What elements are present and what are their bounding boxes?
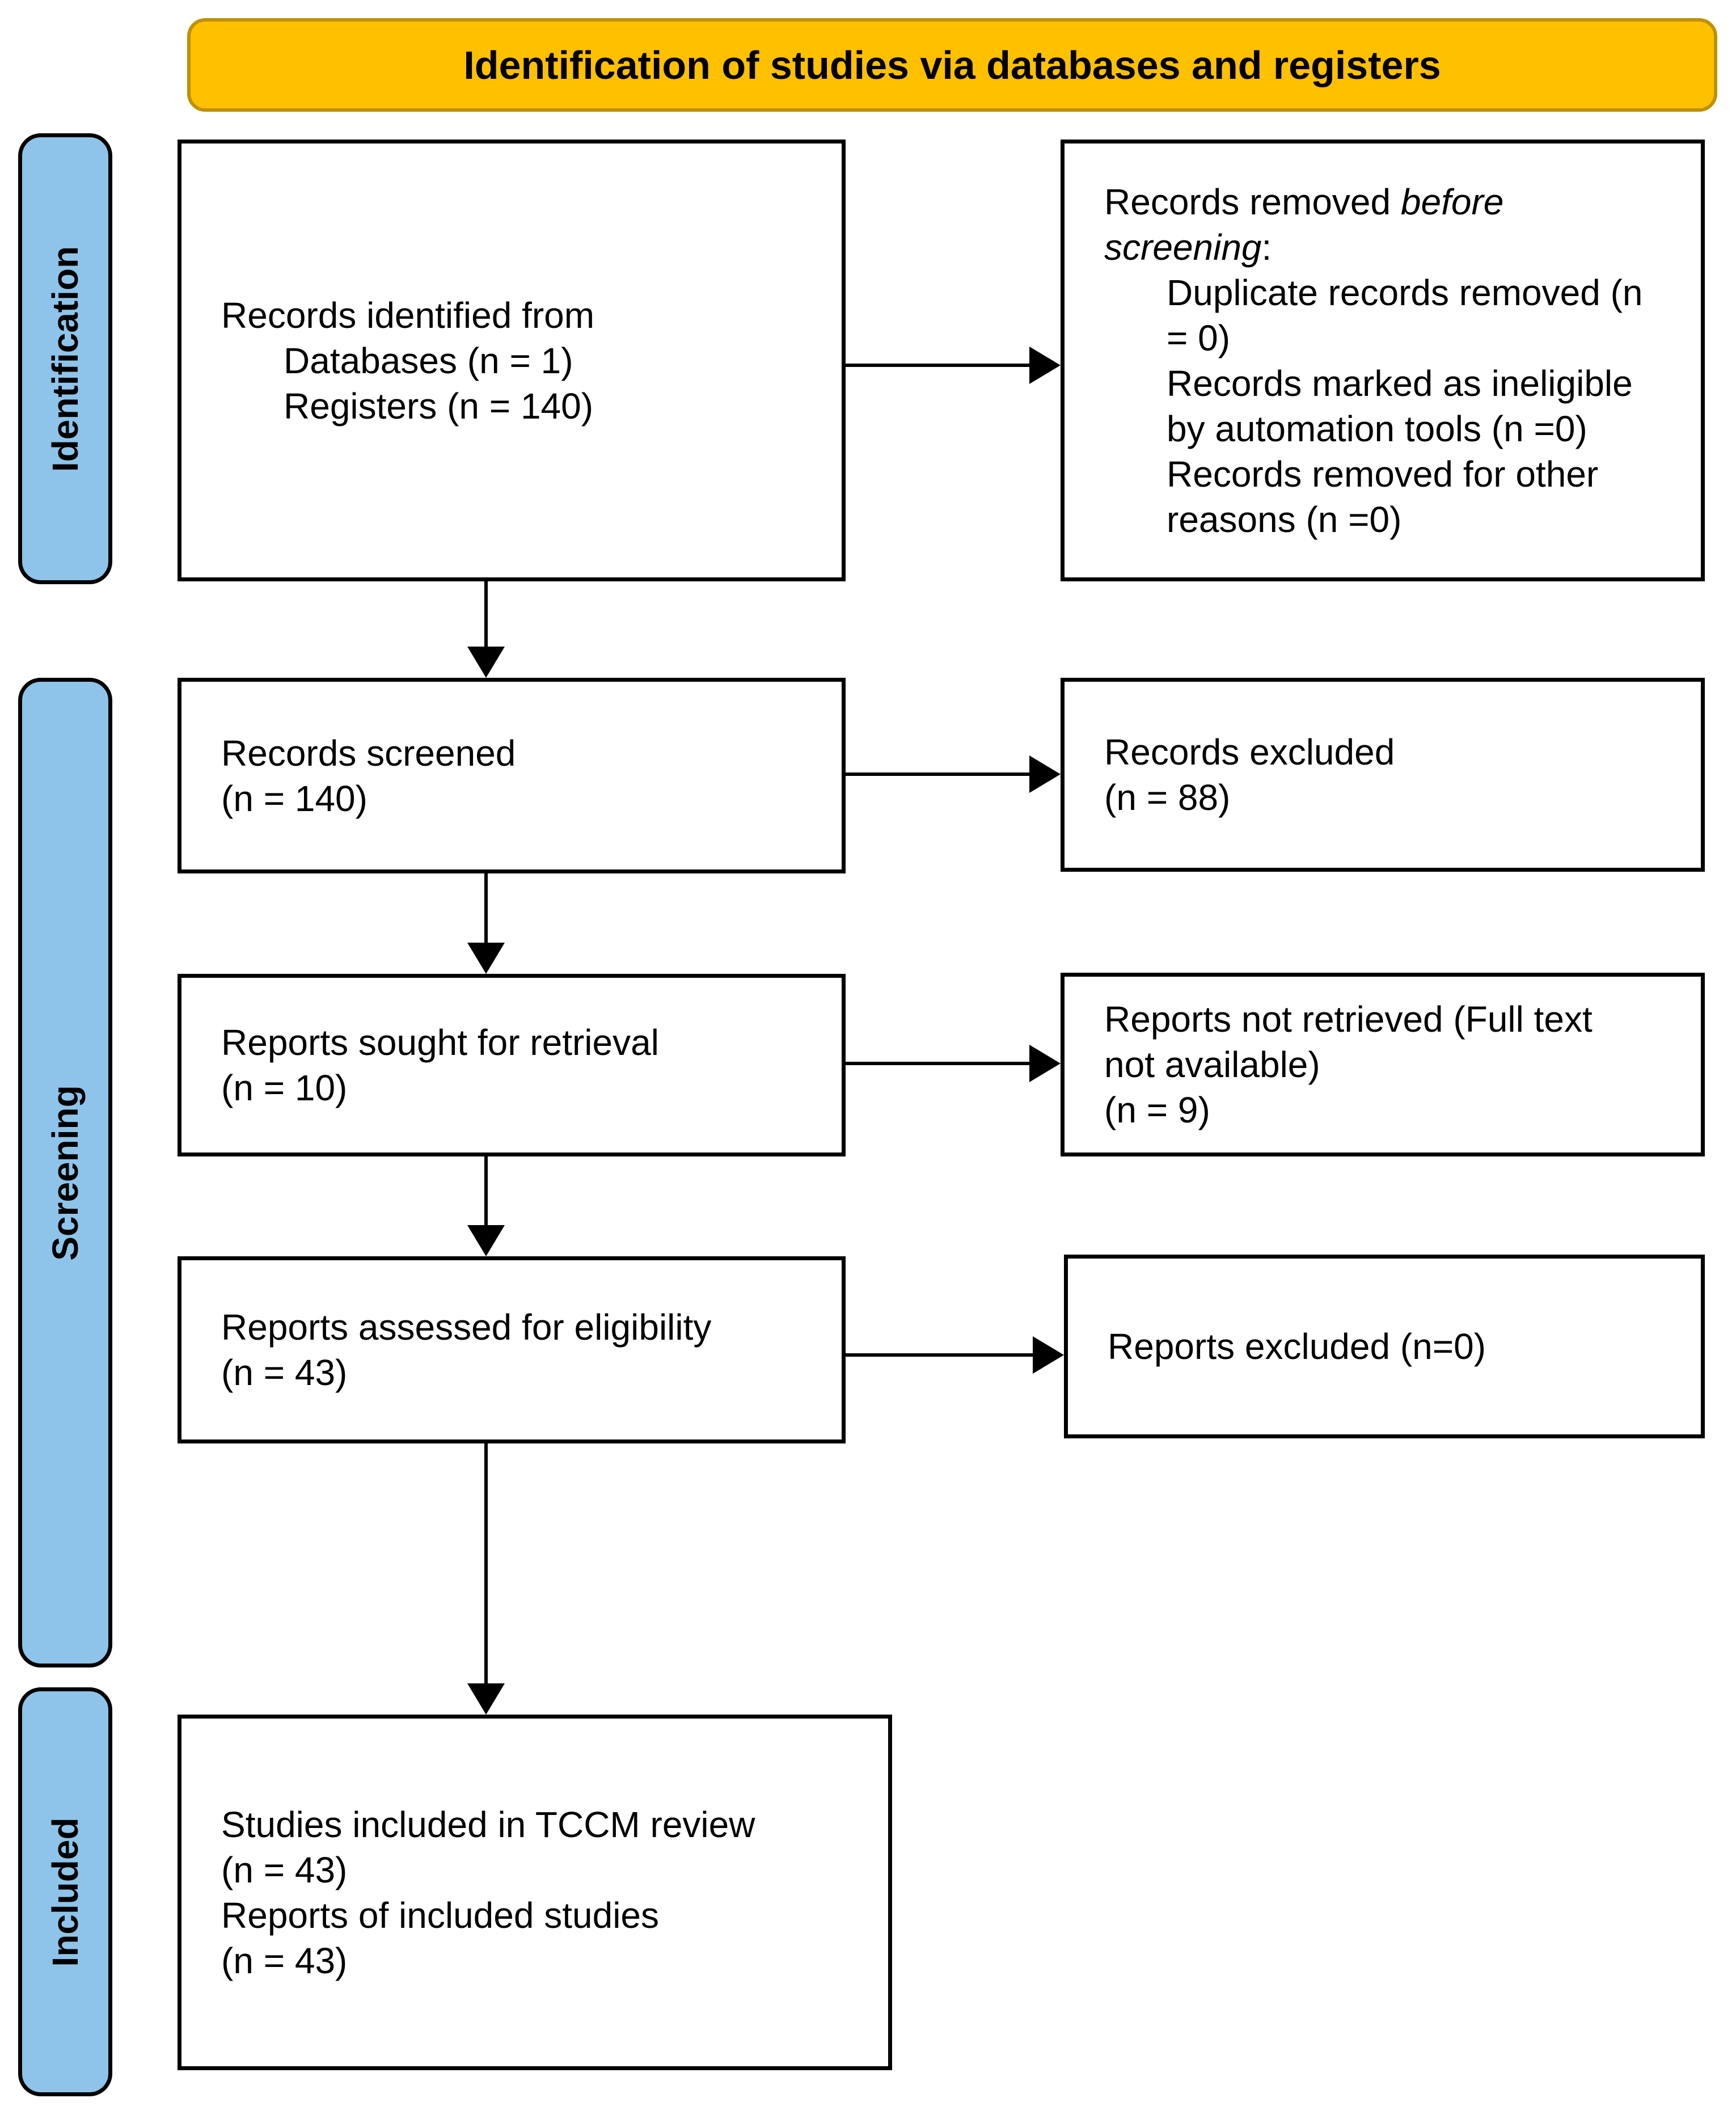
studies-included-line1: Studies included in TCCM review (221, 1804, 755, 1845)
reports-sought-label: Reports sought for retrieval (221, 1022, 659, 1063)
box-studies-included: Studies included in TCCM review (n = 43)… (178, 1715, 892, 2070)
records-removed-other: Records removed for other reasons (n =0) (1167, 453, 1599, 540)
arrow-identified-to-removed-head-icon (1029, 347, 1061, 384)
arrow-assessed-to-included-line (484, 1443, 488, 1683)
sidebar-identification-label: Identification (45, 246, 86, 472)
sidebar-screening-label: Screening (45, 1084, 86, 1261)
records-removed-duplicates: Duplicate records removed (n = 0) (1167, 272, 1643, 358)
box-reports-assessed: Reports assessed for eligibility (n = 43… (178, 1256, 846, 1443)
studies-included-line3: Reports of included studies (221, 1894, 659, 1936)
box-records-identified: Records identified from Databases (n = 1… (178, 140, 846, 581)
title-banner-label: Identification of studies via databases … (463, 43, 1441, 87)
reports-excluded-label: Reports excluded (n=0) (1108, 1326, 1486, 1367)
records-screened-count: (n = 140) (221, 778, 368, 819)
arrow-sought-to-notretrieved-head-icon (1029, 1045, 1061, 1082)
box-reports-not-retrieved: Reports not retrieved (Full text not ava… (1061, 973, 1705, 1156)
box-reports-excluded: Reports excluded (n=0) (1064, 1255, 1705, 1438)
records-removed-intro: Records removed before screening: (1104, 179, 1569, 270)
box-records-removed: Records removed before screening: Duplic… (1061, 140, 1705, 581)
studies-included-line2: (n = 43) (221, 1849, 348, 1890)
arrow-assessed-to-included-head-icon (467, 1683, 505, 1715)
arrow-screened-to-sought-head-icon (467, 943, 505, 974)
reports-assessed-count: (n = 43) (221, 1352, 348, 1393)
records-screened-label: Records screened (221, 732, 516, 774)
studies-included-line4: (n = 43) (221, 1940, 348, 1981)
sidebar-screening-bar: Screening (18, 678, 112, 1667)
sidebar-identification-bar: Identification (18, 133, 112, 584)
arrow-identified-to-removed-line (846, 364, 1029, 367)
records-identified-heading: Records identified from (221, 294, 595, 336)
arrow-identified-to-screened-head-icon (467, 647, 505, 678)
arrow-screened-to-excluded-head-icon (1029, 755, 1061, 793)
arrow-screened-to-sought-line (484, 873, 488, 943)
records-removed-intro-tail: : (1261, 226, 1272, 268)
box-records-screened: Records screened (n = 140) (178, 678, 846, 873)
records-identified-databases: Databases (n = 1) (284, 340, 573, 381)
records-excluded-count: (n = 88) (1104, 777, 1231, 818)
sidebar-included-label: Included (45, 1817, 86, 1967)
records-excluded-label: Records excluded (1104, 732, 1395, 772)
arrow-sought-to-notretrieved-line (846, 1062, 1029, 1065)
records-removed-ineligible: Records marked as ineligible by automati… (1167, 362, 1633, 449)
records-removed-intro-italic: before screening (1104, 181, 1504, 268)
records-identified-registers: Registers (n = 140) (284, 385, 594, 427)
arrow-identified-to-screened-line (484, 581, 488, 647)
arrow-assessed-to-reportsexcluded-head-icon (1033, 1336, 1064, 1374)
reports-not-retrieved-count: (n = 9) (1104, 1090, 1210, 1130)
records-removed-intro-regular: Records removed (1104, 181, 1401, 222)
reports-assessed-label: Reports assessed for eligibility (221, 1307, 712, 1348)
title-banner: Identification of studies via databases … (187, 18, 1717, 112)
sidebar-included-bar: Included (18, 1687, 112, 2096)
box-reports-sought: Reports sought for retrieval (n = 10) (178, 974, 846, 1156)
arrow-assessed-to-reportsexcluded-line (846, 1353, 1033, 1357)
arrow-sought-to-assessed-head-icon (467, 1225, 505, 1256)
reports-sought-count: (n = 10) (221, 1067, 348, 1108)
arrow-screened-to-excluded-line (846, 772, 1029, 776)
reports-not-retrieved-label: Reports not retrieved (Full text not ava… (1104, 999, 1593, 1085)
arrow-sought-to-assessed-line (484, 1156, 488, 1225)
box-records-excluded: Records excluded (n = 88) (1061, 678, 1705, 872)
